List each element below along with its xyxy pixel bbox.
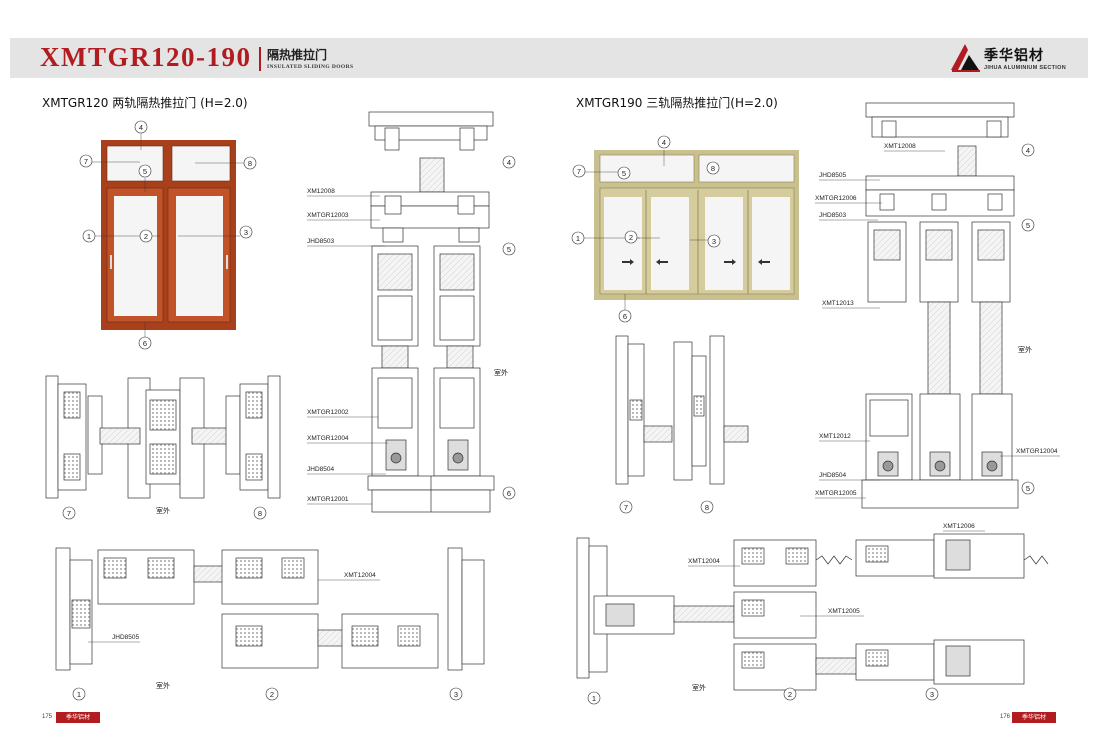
svg-text:4: 4 [1026,146,1030,155]
left-door-elevation [84,133,245,337]
svg-text:8: 8 [248,159,252,168]
svg-text:XMTGR12005: XMTGR12005 [815,490,857,497]
svg-text:XMT12008: XMT12008 [884,143,916,150]
svg-text:5: 5 [143,167,147,176]
svg-text:8: 8 [711,164,715,173]
svg-text:2: 2 [629,233,633,242]
svg-text:XMT12012: XMT12012 [819,433,851,440]
svg-text:5: 5 [1026,221,1030,230]
right-mid-section [615,335,749,485]
right-section-markers: 4 5 5 [1021,143,1035,495]
jihua-logo-icon [951,44,980,72]
svg-text:5: 5 [1026,484,1030,493]
right-section-callouts: XMT12008 JHD8505 XMTGR12006 JHD8503 XMT1… [815,143,1060,499]
svg-text:JHD8503: JHD8503 [819,212,846,219]
svg-text:XMT12005: XMT12005 [828,608,860,615]
svg-text:2: 2 [144,232,148,241]
svg-text:XMT12004: XMT12004 [688,558,720,565]
svg-text:7: 7 [84,157,88,166]
left-section-markers: 4 5 6 [502,155,516,500]
svg-text:4: 4 [662,138,666,147]
left-bottom-section [55,547,485,671]
right-mid-markers: 7 8 [619,500,714,514]
svg-text:XMT12013: XMT12013 [822,300,854,307]
svg-text:7: 7 [624,503,628,512]
svg-text:5: 5 [507,245,511,254]
svg-text:室外: 室外 [156,506,170,515]
left-bottom-callouts: XMT12004 JHD8505 室外 1 2 3 [72,572,463,701]
svg-text:JHD8504: JHD8504 [307,466,334,473]
left-section-callouts: XM12008 XMTGR12003 JHD8503 XMTGR12002 XM… [307,188,508,505]
svg-text:室外: 室外 [156,681,170,690]
left-subtitle: XMTGR120 两轨隔热推拉门 (H=2.0) [42,96,248,110]
right-footer-brand: 季华铝材 [1012,712,1056,723]
svg-text:3: 3 [712,237,716,246]
svg-text:XMTGR12004: XMTGR12004 [307,435,349,442]
brand-name-en: JIHUA ALUMINIUM SECTION [984,65,1066,71]
svg-text:JHD8505: JHD8505 [819,172,846,179]
left-mid-section [45,375,281,499]
svg-text:JHD8505: JHD8505 [112,634,139,641]
svg-text:室外: 室外 [692,683,706,692]
svg-text:3: 3 [244,228,248,237]
left-footer-brand: 季华铝材 [56,712,100,723]
svg-text:室外: 室外 [494,368,508,377]
svg-text:1: 1 [576,234,580,243]
svg-text:5: 5 [622,169,626,178]
series-title: XMTGR120-190 [40,42,252,72]
svg-text:XM12008: XM12008 [307,188,335,195]
svg-text:XMTGR12002: XMTGR12002 [307,409,349,416]
svg-text:6: 6 [623,312,627,321]
right-page-number: 176 [1000,714,1011,720]
product-title-en: INSULATED SLIDING DOORS [267,64,354,70]
header-divider [259,47,261,71]
left-mid-markers: 7 8 室外 [62,506,267,520]
right-subtitle: XMTGR190 三轨隔热推拉门(H=2.0) [576,96,778,110]
svg-text:1: 1 [87,232,91,241]
svg-text:XMTGR12004: XMTGR12004 [1016,448,1058,455]
svg-text:4: 4 [507,158,511,167]
svg-text:室外: 室外 [1018,345,1032,354]
svg-text:1: 1 [77,690,81,699]
product-title-cn: 隔热推拉门 [267,48,328,62]
svg-text:1: 1 [592,694,596,703]
svg-text:4: 4 [139,123,143,132]
svg-text:8: 8 [705,503,709,512]
svg-text:2: 2 [270,690,274,699]
svg-text:6: 6 [143,339,147,348]
left-elevation-markers: 1 2 3 4 5 6 7 8 [79,120,257,350]
svg-text:XMTGR12006: XMTGR12006 [815,195,857,202]
right-bottom-callouts: XMT12006 XMT12004 XMT12005 室外 1 2 3 [587,523,985,705]
brand-name-cn: 季华铝材 [984,48,1044,64]
left-page-number: 175 [42,714,53,720]
svg-text:2: 2 [788,690,792,699]
svg-text:JHD8503: JHD8503 [307,238,334,245]
svg-text:JHD8504: JHD8504 [819,472,846,479]
svg-text:XMT12006: XMT12006 [943,523,975,530]
header-band [10,38,1088,78]
svg-text:6: 6 [507,489,511,498]
right-elevation-markers: 1 2 3 4 5 6 7 8 [571,135,721,323]
svg-text:XMTGR12001: XMTGR12001 [307,496,349,503]
svg-text:8: 8 [258,509,262,518]
right-bottom-section [576,533,1049,691]
svg-text:XMTGR12003: XMTGR12003 [307,212,349,219]
svg-text:XMT12004: XMT12004 [344,572,376,579]
left-vertical-section [367,111,495,513]
right-door-elevation [582,150,799,310]
svg-text:3: 3 [930,690,934,699]
svg-text:7: 7 [577,167,581,176]
right-vertical-section [861,102,1019,509]
svg-text:3: 3 [454,690,458,699]
svg-text:7: 7 [67,509,71,518]
